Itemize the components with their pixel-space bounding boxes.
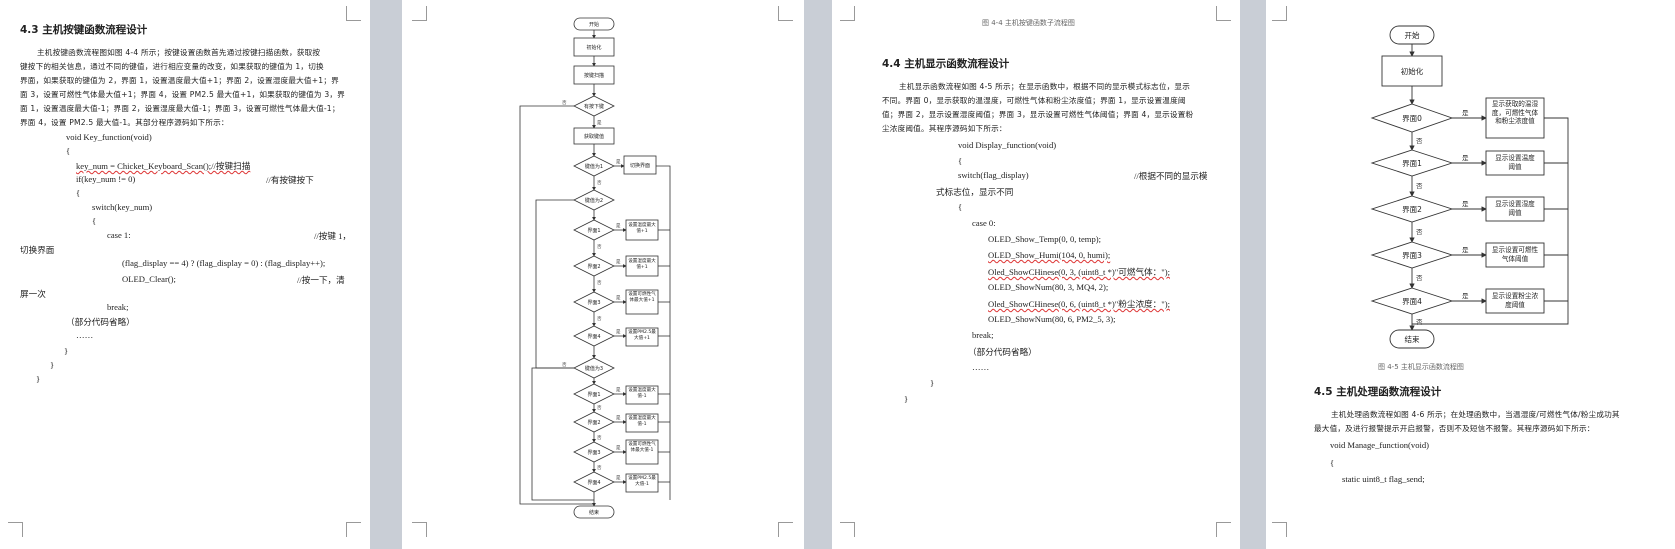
figure-caption: 图 4-5 主机显示函数流程图 (1378, 363, 1464, 371)
fc2-label-yes: 是 (1462, 200, 1469, 208)
fc2-iface4: 界面4 (1402, 297, 1422, 306)
fc2-label-yes: 是 (1462, 109, 1469, 117)
fc2-label-no: 否 (1416, 274, 1423, 282)
fc-key2: 键值为2 (585, 197, 603, 204)
fc2-label-no: 否 (1416, 182, 1423, 190)
fc2-label-no: 否 (1416, 228, 1423, 236)
document-page-2: 开始 初始化 按键扫描 有按下键 获取键值 键值为1 切换界面 键值为2 界面1… (402, 0, 804, 549)
fc-act-b1: 设置温度最大值-1 (628, 388, 656, 399)
fc-iface4b: 界面4 (587, 480, 600, 486)
fc-label-no: 否 (597, 280, 602, 286)
fc-label-no: 否 (597, 465, 602, 471)
page-gap (804, 0, 832, 549)
fc2-disp2: 显示设置湿度阈值 (1495, 200, 1535, 217)
fc-iface1b: 界面1 (587, 392, 600, 398)
fc2-label-no: 否 (1416, 318, 1423, 326)
document-page-1: 4.3 主机按键函数流程设计 主机按键函数流程图如图 4-4 所示；按键设置函数… (0, 0, 370, 549)
fc2-iface0: 界面0 (1402, 114, 1422, 123)
fc2-disp3: 显示设置可燃性气体阈值 (1491, 246, 1539, 263)
fc-iface3b: 界面3 (587, 450, 600, 456)
body-paragraph: 主机按键函数流程图如图 4-4 所示；按键设置函数首先通过按键扫描函数，获取按 … (20, 48, 345, 127)
fc-act-a4: 设置PM2.5最大值+1 (628, 330, 656, 341)
fc-start: 开始 (589, 21, 599, 28)
body-paragraph: 主机显示函数流程如图 4-5 所示；在显示函数中，根据不同的显示模式标志位，显示… (882, 82, 1194, 133)
document-page-3: 图 4-4 主机按键函数子流程图 4.4 主机显示函数流程设计 主机显示函数流程… (832, 0, 1240, 549)
fc-label-no: 否 (597, 316, 602, 322)
fc-pressed: 有按下键 (584, 103, 604, 110)
fc-act-a1: 设置温度最大值+1 (628, 223, 656, 234)
fc2-iface2: 界面2 (1402, 205, 1422, 214)
fc-scan: 按键扫描 (584, 72, 604, 79)
fc-label-no: 否 (597, 180, 602, 186)
fc-label-yes: 是 (616, 329, 621, 335)
fc-label-no: 否 (562, 362, 567, 368)
fc-act-a3: 设置可燃性气体最大值+1 (628, 292, 656, 303)
fc-end: 结束 (589, 509, 599, 516)
section-heading: 4.3 主机按键函数流程设计 (20, 24, 148, 36)
fc2-disp4: 显示设置粉尘浓度阈值 (1491, 292, 1539, 309)
section-heading: 4.5 主机处理函数流程设计 (1314, 386, 1442, 398)
fc2-label-no: 否 (1416, 137, 1423, 145)
fc2-label-yes: 是 (1462, 154, 1469, 162)
fc-label-yes: 是 (616, 387, 621, 393)
fc2-label-yes: 是 (1462, 246, 1469, 254)
page-gap (1240, 0, 1266, 549)
fc-act-b2: 设置湿度最大值-1 (628, 416, 656, 427)
fc-init: 初始化 (586, 44, 601, 51)
fc-label-yes: 是 (616, 259, 621, 265)
fc-label-yes: 是 (597, 120, 602, 126)
fc-iface2b: 界面2 (587, 420, 600, 426)
fc-switch-ui: 切换界面 (630, 162, 650, 169)
fc2-disp1: 显示设置温度阈值 (1495, 154, 1535, 171)
fc2-iface1: 界面1 (1402, 159, 1422, 168)
fc-iface4: 界面4 (587, 334, 600, 340)
fc-act-b4: 设置PM2.5最大值-1 (628, 476, 656, 487)
fc-iface3: 界面3 (587, 300, 600, 306)
fc-key1: 键值为1 (585, 163, 603, 170)
fc-label-yes: 是 (616, 295, 621, 301)
fc2-label-yes: 是 (1462, 292, 1469, 300)
fc-label-yes: 是 (616, 415, 621, 421)
fc2-end: 结束 (1405, 334, 1421, 344)
key-flowchart: 开始 初始化 按键扫描 有按下键 获取键值 键值为1 切换界面 键值为2 界面1… (519, 17, 671, 519)
document-page-4: 开始 初始化 界面0 界面1 界面2 界面3 界面4 结束 显示获取的温湿度，可… (1266, 0, 1675, 549)
fc-label-no: 否 (562, 100, 567, 106)
fc-key3: 键值为3 (585, 365, 603, 372)
fc-label-yes: 是 (616, 223, 621, 229)
fc-act-b3: 设置可燃性气体最大值-1 (628, 442, 656, 453)
fc2-iface3: 界面3 (1402, 251, 1422, 260)
body-paragraph: 主机处理函数流程如图 4-6 所示；在处理函数中，当温湿度/可燃性气体/粉尘成功… (1314, 410, 1620, 433)
fc-label-no: 否 (597, 405, 602, 411)
fc-iface1: 界面1 (587, 228, 600, 234)
fc-label-no: 否 (597, 244, 602, 250)
fc-label-yes: 是 (616, 159, 621, 165)
fc2-start: 开始 (1405, 30, 1421, 40)
fc-label-yes: 是 (616, 445, 621, 451)
fc-act-a2: 设置湿度最大值+1 (628, 259, 656, 270)
figure-caption: 图 4-4 主机按键函数子流程图 (982, 19, 1075, 27)
fc-label-yes: 是 (616, 475, 621, 481)
fc2-init: 初始化 (1401, 66, 1424, 76)
fc-iface2: 界面2 (587, 264, 600, 270)
page-gap (370, 0, 402, 549)
fc-label-no: 否 (597, 435, 602, 441)
section-heading: 4.4 主机显示函数流程设计 (882, 58, 1010, 70)
fc-getkey: 获取键值 (584, 133, 604, 140)
fc2-disp0: 显示获取的温湿度，可燃性气体和粉尘浓度值 (1491, 100, 1539, 125)
display-flowchart: 开始 初始化 界面0 界面1 界面2 界面3 界面4 结束 显示获取的温湿度，可… (1370, 25, 1569, 349)
